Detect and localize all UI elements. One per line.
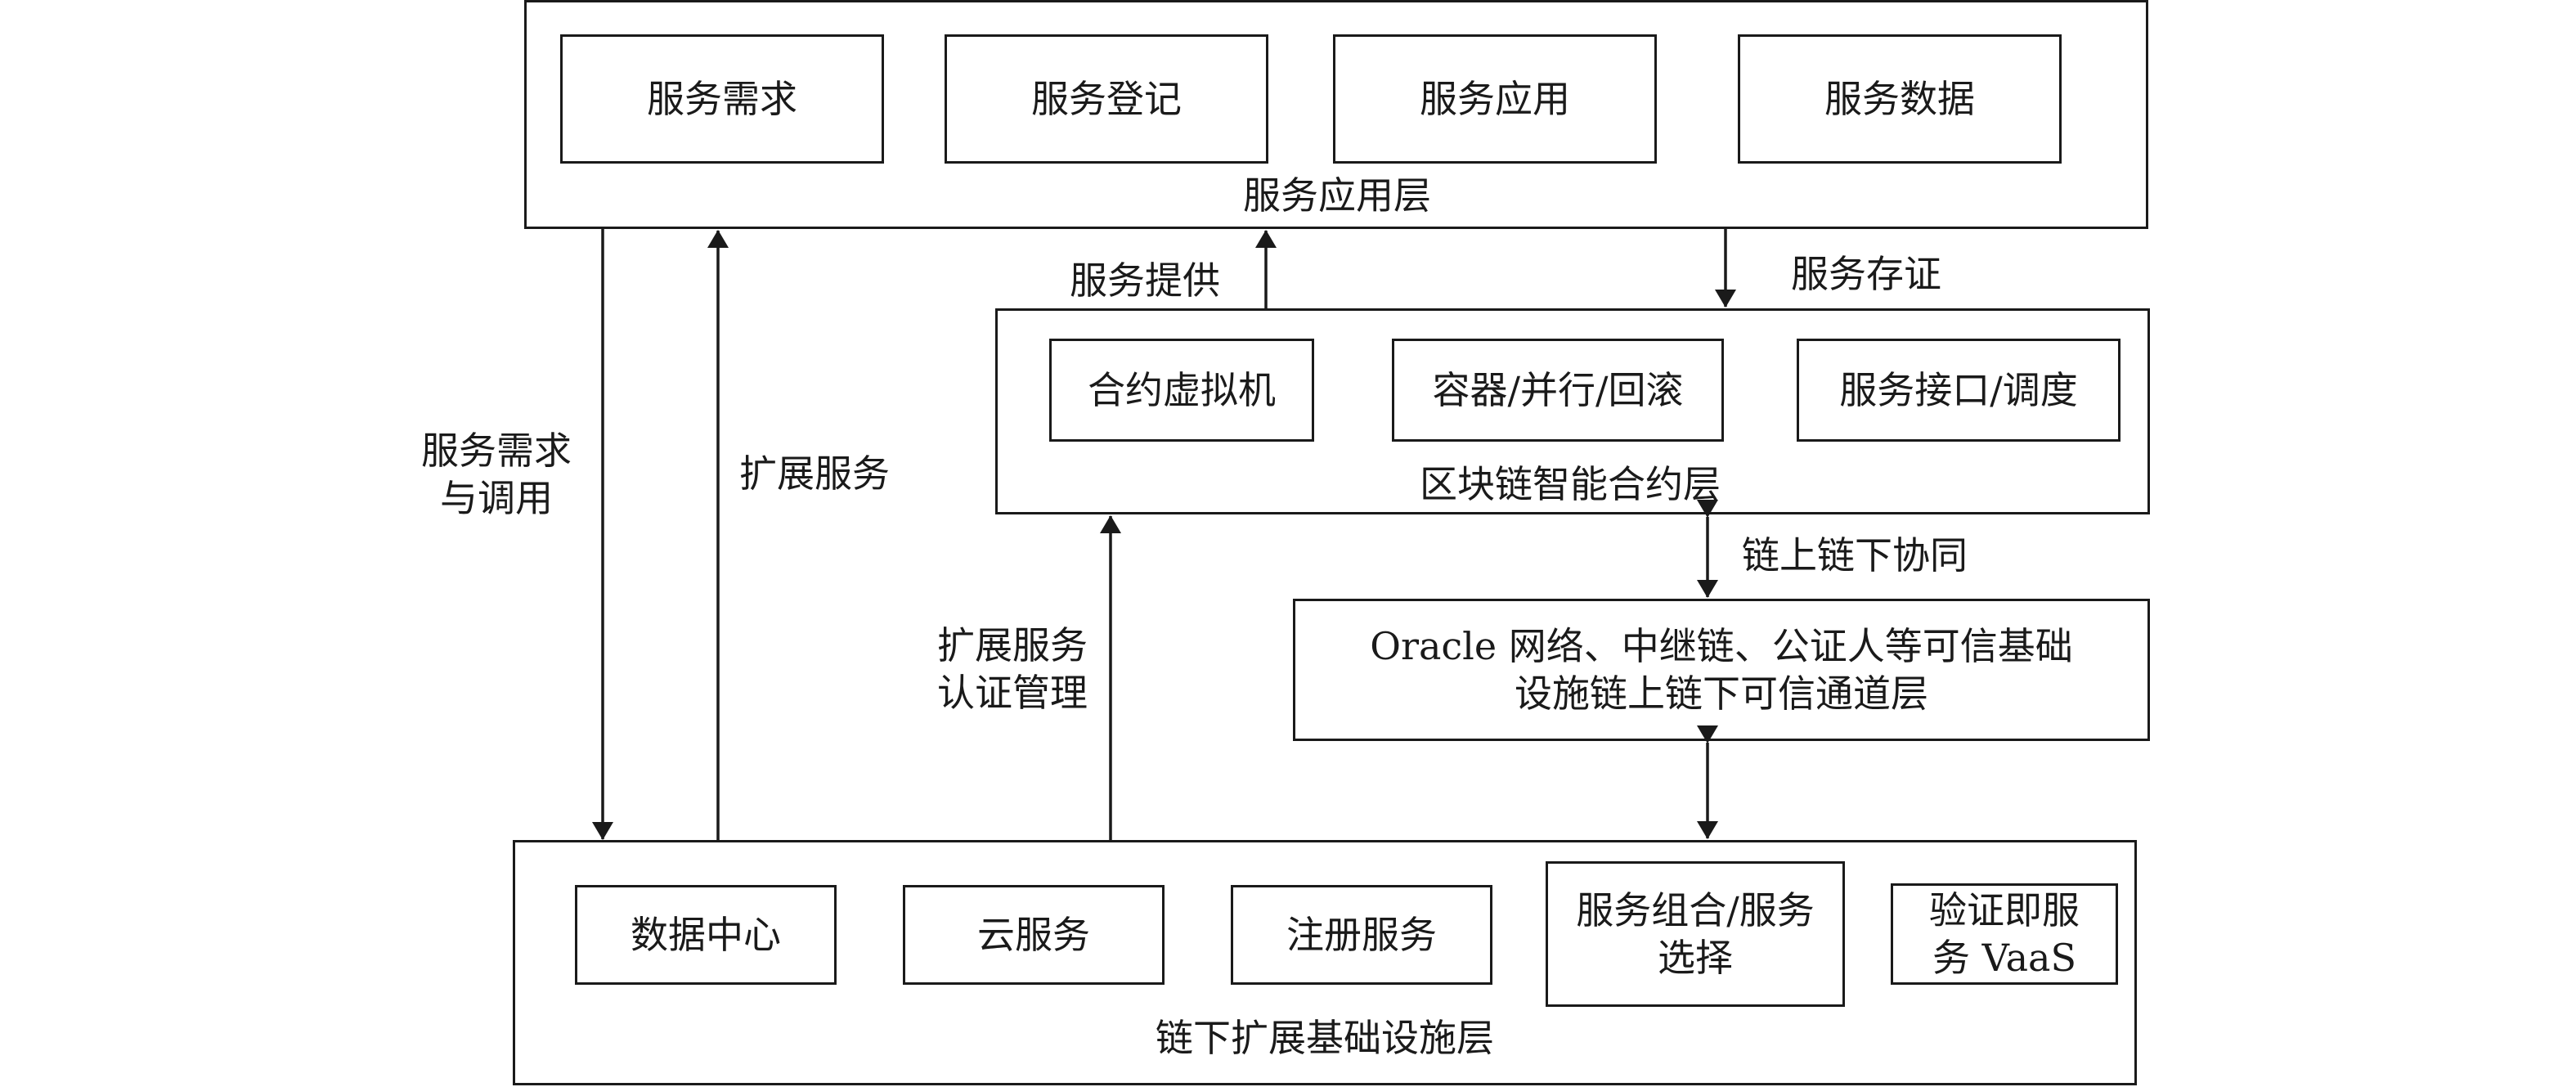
- contract-vm-label: 合约虚拟机: [1088, 368, 1276, 412]
- service-combination-box: 服务组合/服务 选择: [1546, 861, 1845, 1007]
- service-application-label: 服务应用: [1420, 77, 1570, 121]
- service-layer-title: 服务应用层: [1243, 173, 1431, 218]
- contract-layer-title: 区块链智能合约层: [1420, 462, 1721, 506]
- label-demand-line-2: 与调用: [440, 476, 553, 520]
- label-on-off-chain: 链上链下协同: [1742, 533, 1968, 577]
- registration-service-label: 注册服务: [1286, 913, 1437, 957]
- label-extend-auth-line-1: 扩展服务: [937, 623, 1088, 667]
- label-service-evidence: 服务存证: [1791, 252, 1941, 296]
- trusted-channel-layer: Oracle 网络、中继链、公证人等可信基础 设施链上链下可信通道层: [1293, 599, 2150, 741]
- service-interface-scheduling-label: 服务接口/调度: [1839, 368, 2078, 412]
- cloud-service-box: 云服务: [903, 885, 1165, 985]
- vaas-line-1: 验证即服: [1929, 888, 2080, 932]
- service-demand-box: 服务需求: [560, 34, 884, 164]
- label-extend-auth: 扩展服务 认证管理: [922, 622, 1102, 716]
- channel-line-2: 设施链上链下可信通道层: [1515, 672, 1928, 716]
- label-demand-line-1: 服务需求: [421, 429, 572, 473]
- label-extend-auth-line-2: 认证管理: [937, 671, 1088, 715]
- service-combination-line-2: 选择: [1658, 936, 1733, 980]
- vaas-line-2: 务 VaaS: [1932, 936, 2076, 980]
- service-application-box: 服务应用: [1333, 34, 1657, 164]
- label-extend-service: 扩展服务: [739, 451, 890, 496]
- service-register-box: 服务登记: [945, 34, 1268, 164]
- label-service-provide: 服务提供: [1070, 258, 1220, 303]
- contract-vm-box: 合约虚拟机: [1049, 339, 1314, 442]
- service-data-box: 服务数据: [1738, 34, 2062, 164]
- channel-line-1: Oracle 网络、中继链、公证人等可信基础: [1370, 624, 2073, 668]
- service-interface-scheduling-box: 服务接口/调度: [1797, 339, 2120, 442]
- service-demand-label: 服务需求: [647, 77, 797, 121]
- vaas-box: 验证即服 务 VaaS: [1891, 883, 2118, 985]
- infra-layer-title: 链下扩展基础设施层: [1156, 1016, 1494, 1060]
- label-demand-invocation: 服务需求 与调用: [402, 427, 590, 522]
- container-parallel-rollback-label: 容器/并行/回滚: [1432, 368, 1684, 412]
- service-register-label: 服务登记: [1031, 77, 1182, 121]
- cloud-service-label: 云服务: [977, 913, 1090, 957]
- data-center-box: 数据中心: [575, 885, 837, 985]
- service-combination-line-1: 服务组合/服务: [1576, 888, 1815, 932]
- container-parallel-rollback-box: 容器/并行/回滚: [1392, 339, 1724, 442]
- registration-service-box: 注册服务: [1231, 885, 1492, 985]
- service-data-label: 服务数据: [1824, 77, 1975, 121]
- data-center-label: 数据中心: [631, 913, 781, 957]
